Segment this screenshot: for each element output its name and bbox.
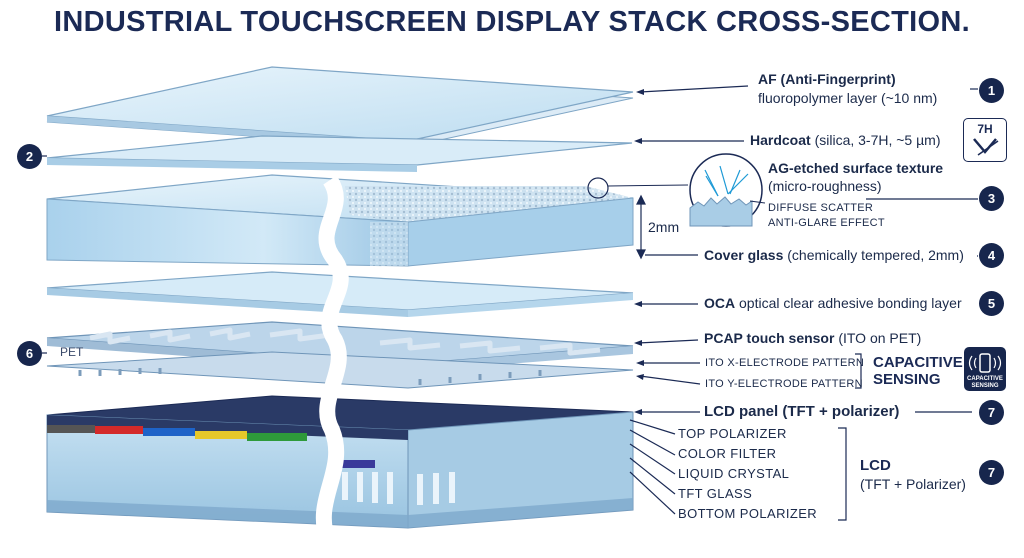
marker-5: 5 xyxy=(979,291,1004,316)
hardness-7h-icon: 7H xyxy=(963,118,1007,162)
marker-7-panel: 7 xyxy=(979,400,1004,425)
pcap-label: PCAP touch sensor (ITO on PET) xyxy=(704,330,921,347)
af-film-layer xyxy=(46,66,634,148)
pcap-title: PCAP touch sensor xyxy=(704,330,835,346)
lcd-panel-title: LCD panel (TFT + polarizer) xyxy=(704,403,900,420)
bottom-polarizer-label: BOTTOM POLARIZER xyxy=(678,506,818,521)
lcd-tag-title: LCD xyxy=(860,457,891,474)
lcd-panel-label: LCD panel (TFT + polarizer) xyxy=(704,403,899,420)
oca-title: OCA xyxy=(704,295,736,311)
anti-glare-label: ANTI-GLARE EFFECT xyxy=(768,217,885,229)
pet-label: PET xyxy=(60,345,84,359)
lcd-panel-block xyxy=(46,395,634,529)
pcap-desc: (ITO on PET) xyxy=(838,330,922,346)
marker-4: 4 xyxy=(979,243,1004,268)
cover-desc: (chemically tempered, 2mm) xyxy=(787,247,964,263)
lcd-tag-desc: (TFT + Polarizer) xyxy=(860,476,966,492)
af-title: AF (Anti-Fingerprint) xyxy=(758,71,896,87)
hardcoat-layer xyxy=(46,135,633,172)
phone-touch-icon xyxy=(968,353,1002,373)
top-polarizer-label: TOP POLARIZER xyxy=(678,426,787,441)
diffuse-scatter-label: DIFFUSE SCATTER xyxy=(768,202,874,214)
hardness-arrow-icon xyxy=(973,138,999,156)
hardness-badge: 7H xyxy=(977,122,993,136)
marker-2: 2 xyxy=(17,144,42,169)
ito-x-label: ITO X-ELECTRODE PATTERN xyxy=(705,357,865,369)
cutaway-wave xyxy=(315,175,349,543)
pcap-icon-line-2: SENSING xyxy=(971,383,999,389)
af-label: AF (Anti-Fingerprint) xyxy=(758,71,896,88)
oca-label: OCA optical clear adhesive bonding layer xyxy=(704,295,962,312)
marker-7-lcd: 7 xyxy=(979,460,1004,485)
page-title: INDUSTRIAL TOUCHSCREEN DISPLAY STACK CRO… xyxy=(53,6,970,38)
liquid-crystal-label: LIQUID CRYSTAL xyxy=(678,466,790,481)
capacitive-sensing-icon: CAPACITIVE SENSING xyxy=(964,347,1006,391)
ag-title: AG-etched surface texture xyxy=(768,160,943,177)
marker-1: 1 xyxy=(979,78,1004,103)
cover-title: Cover glass xyxy=(704,247,784,263)
af-desc: fluoropolymer layer (~10 nm) xyxy=(758,90,938,106)
ag-magnifier xyxy=(587,153,766,227)
thickness-label: 2mm xyxy=(648,219,680,235)
capacitive-line-2: SENSING xyxy=(873,371,941,388)
marker-3: 3 xyxy=(979,186,1004,211)
capacitive-line-1: CAPACITIVE xyxy=(873,354,963,371)
color-filter-label: COLOR FILTER xyxy=(678,446,777,461)
marker-6: 6 xyxy=(17,341,42,366)
hardcoat-desc: (silica, 3-7H, ~5 µm) xyxy=(814,132,941,148)
tft-glass-label: TFT GLASS xyxy=(678,486,753,501)
lcd-tag: LCD (TFT + Polarizer) xyxy=(860,457,966,493)
cover-glass-label: Cover glass (chemically tempered, 2mm) xyxy=(704,247,964,264)
ag-desc: (micro-roughness) xyxy=(768,178,882,194)
thickness-dimension xyxy=(636,194,646,260)
hardcoat-label: Hardcoat (silica, 3-7H, ~5 µm) xyxy=(750,132,941,149)
ito-y-label: ITO Y-ELECTRODE PATTERN xyxy=(705,378,863,390)
oca-desc: optical clear adhesive bonding layer xyxy=(739,295,962,311)
ag-title-text: AG-etched surface texture xyxy=(768,160,944,176)
capacitive-sensing-label: CAPACITIVE SENSING xyxy=(873,354,963,388)
pcap-icon-line-1: CAPACITIVE xyxy=(967,376,1003,382)
hardcoat-title: Hardcoat xyxy=(750,132,811,148)
